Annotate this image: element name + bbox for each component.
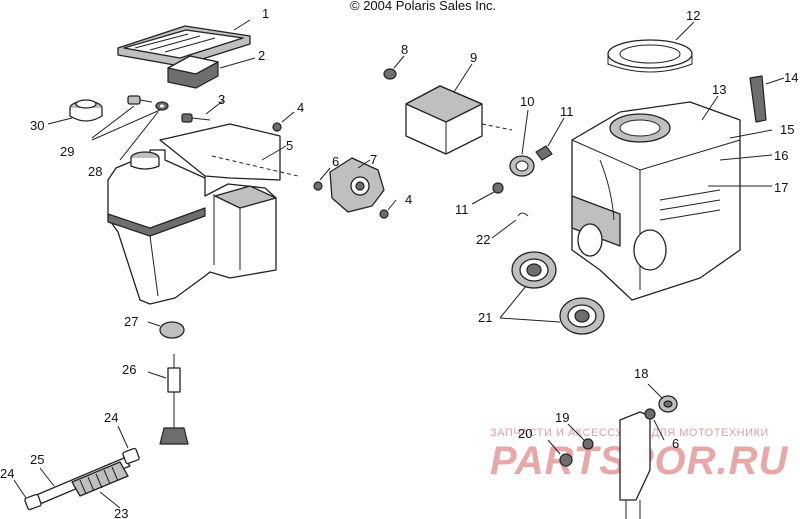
callout-8: 8 (401, 42, 408, 57)
part-11-clip-upper (535, 117, 565, 161)
leader-lines-15-17 (708, 129, 773, 187)
callout-13: 13 (712, 82, 726, 97)
callout-6-lower: 6 (672, 436, 679, 451)
part-14-strap (749, 75, 785, 123)
part-23-spring (71, 461, 129, 509)
part-20-nut (547, 439, 573, 467)
part-28-washer (91, 101, 169, 161)
callout-29: 29 (60, 144, 74, 159)
part-6-nut-upper (313, 167, 331, 191)
callout-9: 9 (470, 50, 477, 65)
callout-24-left: 24 (0, 466, 14, 481)
part-18-grommet (647, 383, 678, 413)
part-4-nut-lower (379, 199, 397, 219)
callout-labels: 1 2 3 4 5 6 7 8 9 10 11 11 12 13 14 15 1… (0, 6, 798, 519)
callout-15: 15 (780, 122, 794, 137)
leader-21b (499, 317, 561, 323)
part-26-sensor (147, 354, 189, 445)
callout-17: 17 (774, 180, 788, 195)
part-6-bracket-lower (619, 408, 665, 519)
callout-2: 2 (258, 48, 265, 63)
part-2-block (167, 55, 256, 89)
callout-11-upper: 11 (560, 104, 574, 119)
copyright-text: © 2004 Polaris Sales Inc. (350, 0, 497, 13)
part-13-airbox (571, 95, 741, 301)
part-3-screw (181, 99, 225, 123)
callout-20: 20 (518, 426, 532, 441)
part-10-ring (509, 109, 535, 177)
part-9-module (405, 63, 513, 155)
part-19-nut (567, 423, 594, 450)
callout-6-upper: 6 (332, 154, 339, 169)
callout-4-lower: 4 (405, 192, 412, 207)
callout-18: 18 (634, 366, 648, 381)
callout-27: 27 (124, 314, 138, 329)
callout-25: 25 (30, 452, 44, 467)
callout-3: 3 (218, 92, 225, 107)
part-11-washer-lower (471, 182, 504, 205)
callout-16: 16 (774, 148, 788, 163)
leader-25 (39, 467, 55, 487)
callout-28: 28 (88, 164, 102, 179)
leader-21a (499, 285, 527, 319)
callout-26: 26 (122, 362, 136, 377)
part-27-cap (147, 321, 185, 339)
callout-7: 7 (370, 152, 377, 167)
callout-4-upper: 4 (297, 100, 304, 115)
part-29-bolt (91, 95, 153, 139)
callout-12: 12 (686, 8, 700, 23)
part-30-cap (47, 99, 103, 125)
callout-5: 5 (286, 138, 293, 153)
callout-14: 14 (784, 70, 798, 85)
part-1-cover (117, 19, 251, 67)
callout-23: 23 (114, 506, 128, 519)
part-24-cap-left (13, 479, 42, 511)
part-8-grommet (383, 55, 405, 80)
part-12-ring (607, 21, 695, 73)
callout-24-right: 24 (104, 410, 118, 425)
callout-30: 30 (30, 118, 44, 133)
callout-22: 22 (476, 232, 490, 247)
part-4-nut-upper (272, 111, 295, 132)
part-5-reservoir-tank (107, 123, 299, 305)
callout-10: 10 (520, 94, 534, 109)
part-21-boot-right (559, 297, 605, 335)
callout-11-lower: 11 (455, 202, 469, 217)
callout-21: 21 (478, 310, 492, 325)
part-21-boot-left (511, 251, 557, 289)
part-22-clip (491, 212, 529, 239)
callout-19: 19 (555, 410, 569, 425)
part-24-cap-right (117, 425, 140, 465)
part-7-bracket (329, 157, 385, 213)
callout-1: 1 (262, 6, 269, 21)
